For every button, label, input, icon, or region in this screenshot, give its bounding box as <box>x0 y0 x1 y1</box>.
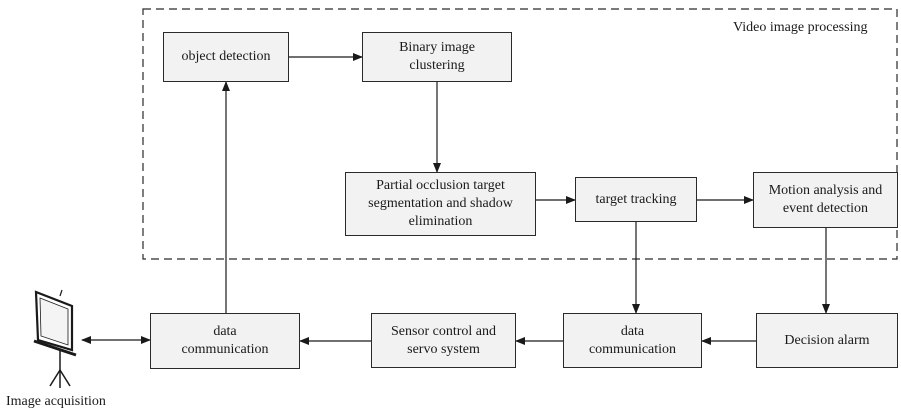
motion-analysis-box: Motion analysis and event detection <box>753 172 898 228</box>
occlusion-segmentation-box: Partial occlusion target segmentation an… <box>345 172 536 236</box>
sensor-control-box: Sensor control and servo system <box>371 313 516 368</box>
region-label: Video image processing <box>733 20 868 35</box>
binary-clustering-box: Binary image clustering <box>362 32 512 82</box>
video-processing-region <box>142 8 898 260</box>
decision-alarm-box: Decision alarm <box>756 313 898 368</box>
target-tracking-box: target tracking <box>575 177 697 222</box>
data-communication-left-box: data communication <box>150 313 300 369</box>
object-detection-box: object detection <box>163 32 289 82</box>
data-communication-mid-box: data communication <box>563 313 702 368</box>
device-label: Image acquisition <box>6 394 106 409</box>
projector-screen-icon <box>33 289 77 388</box>
